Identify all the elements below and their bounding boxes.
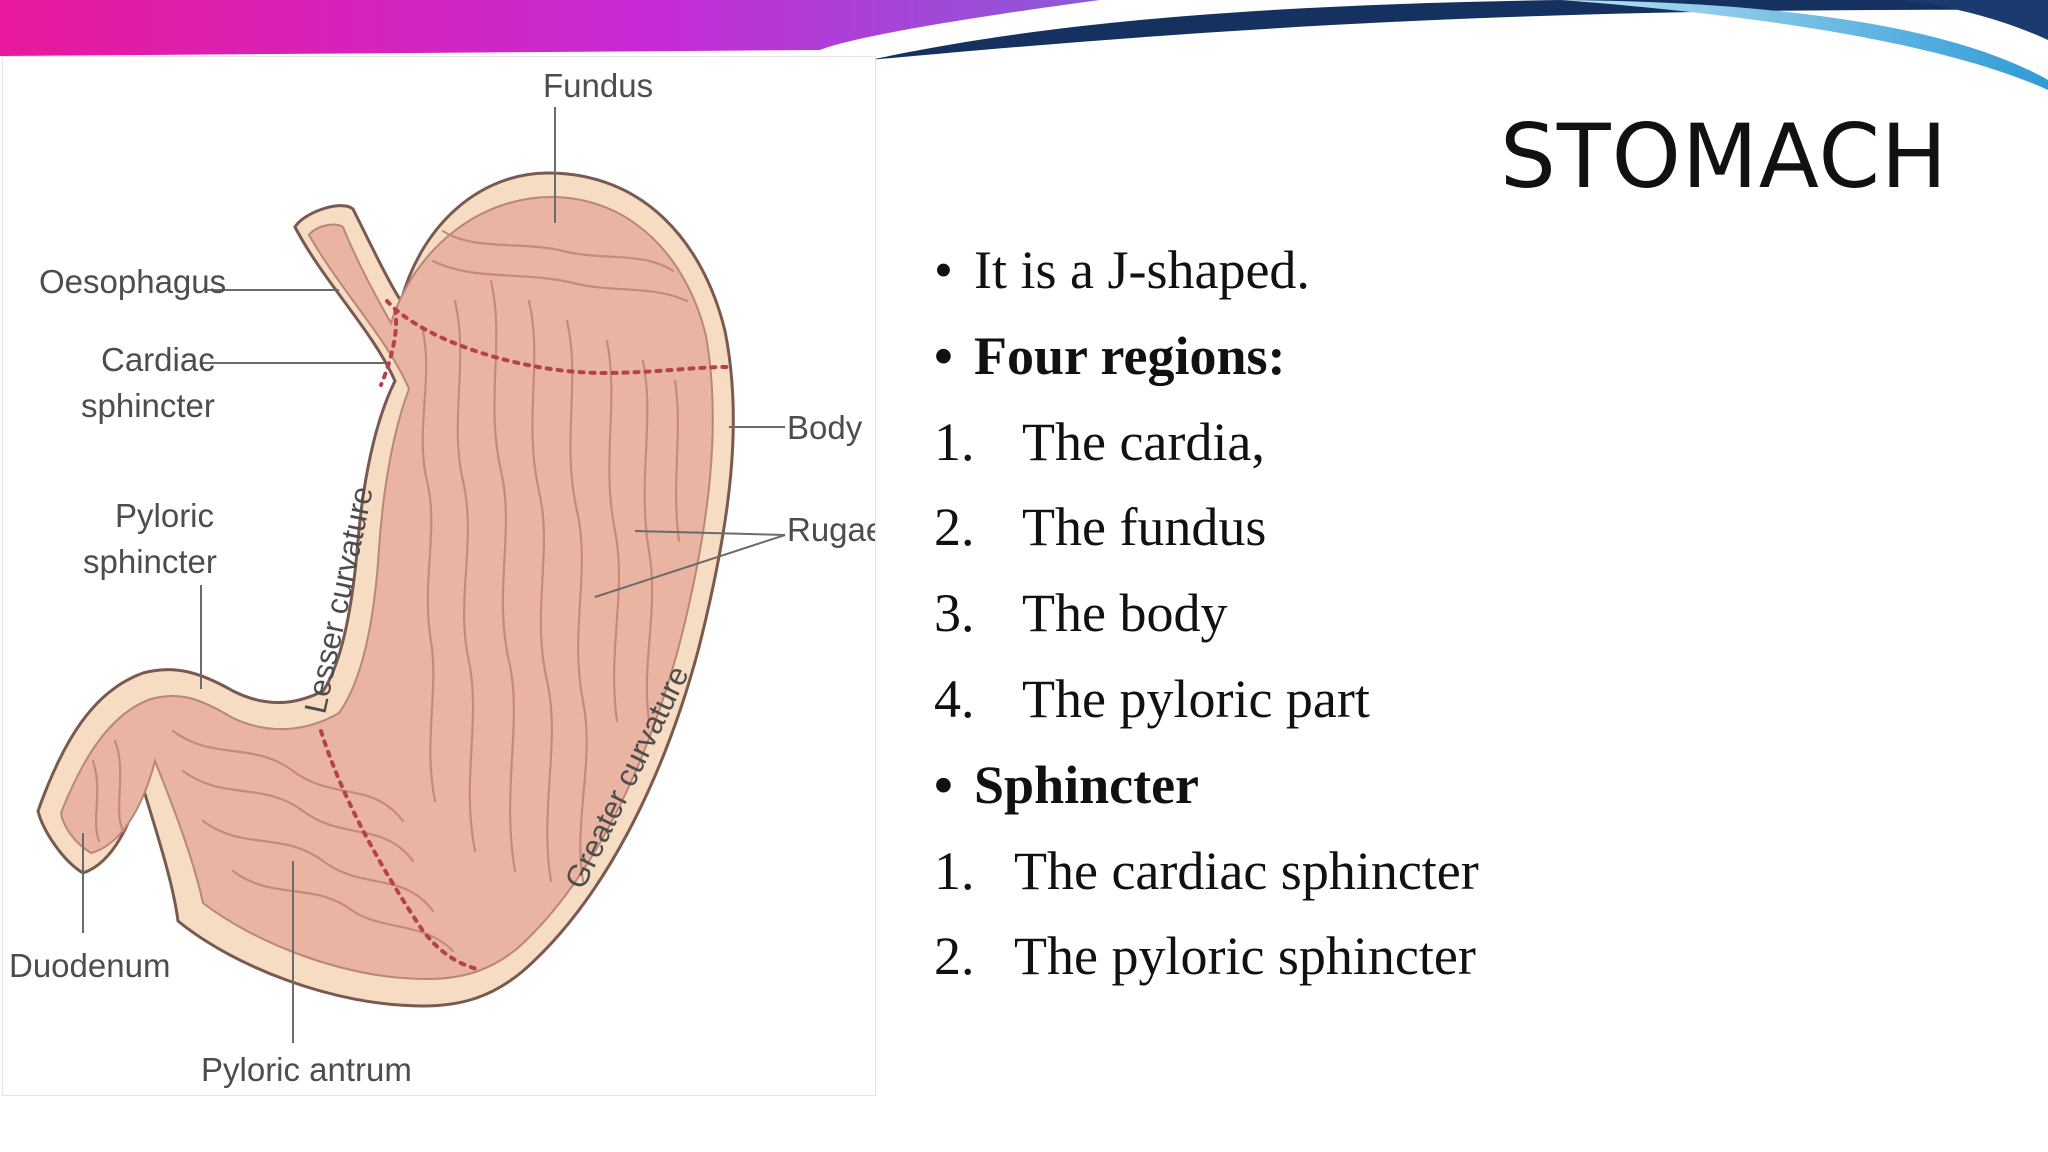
label-body: Body: [787, 409, 863, 446]
bullet-item: • Sphincter: [934, 743, 1984, 829]
number-marker: 2.: [934, 926, 975, 987]
bullet-item: • Four regions:: [934, 314, 1984, 400]
bullet-item: • It is a J-shaped.: [934, 228, 1984, 314]
numbered-item: 1. The cardiac sphincter: [934, 829, 1984, 915]
bullet-text: Four regions:: [974, 325, 1286, 386]
slide-title: STOMACH: [1500, 105, 1949, 208]
numbered-item: 1. The cardia,: [934, 400, 1984, 486]
numbered-item: 2. The fundus: [934, 485, 1984, 571]
label-pyloric-line1: Pyloric: [115, 497, 214, 534]
bullet-marker: •: [934, 754, 953, 815]
stomach-diagram: Fundus Oesophagus Cardiac sphincter Body…: [2, 56, 876, 1096]
bullet-marker: •: [934, 325, 953, 386]
stomach-mucosa: [59, 195, 714, 981]
bullet-marker: •: [934, 240, 953, 300]
bullet-list: • It is a J-shaped. • Four regions: 1. The …: [934, 228, 1984, 1000]
number-marker: 1.: [934, 840, 975, 901]
bullet-text: Sphincter: [974, 754, 1200, 815]
item-text: The body: [1022, 583, 1228, 644]
label-rugae: Rugae: [787, 511, 875, 548]
label-duodenum: Duodenum: [9, 947, 170, 984]
numbered-item: 4. The pyloric part: [934, 657, 1984, 743]
label-cardiac-line2: sphincter: [81, 387, 215, 424]
numbered-item: 3. The body: [934, 571, 1984, 657]
item-text: The fundus: [1022, 497, 1267, 558]
rugae-folds: [91, 229, 689, 953]
number-marker: 2.: [934, 497, 975, 558]
label-pyloric-antrum: Pyloric antrum: [201, 1051, 412, 1088]
label-pyloric-line2: sphincter: [83, 543, 217, 580]
number-marker: 4.: [934, 668, 975, 729]
item-text: The cardiac sphincter: [1014, 840, 1479, 901]
top-banner-decoration: [0, 0, 2048, 90]
label-fundus: Fundus: [543, 67, 653, 104]
rugae-leader-upper: [634, 530, 786, 536]
numbered-item: 2. The pyloric sphincter: [934, 914, 1984, 1000]
label-cardiac-line1: Cardiac: [101, 341, 215, 378]
bullet-text: It is a J-shaped.: [974, 240, 1310, 300]
label-oesophagus: Oesophagus: [39, 263, 226, 300]
item-text: The cardia,: [1022, 411, 1265, 472]
rugae-leader-lower: [594, 534, 786, 598]
item-text: The pyloric sphincter: [1014, 926, 1476, 987]
number-marker: 1.: [934, 411, 975, 472]
item-text: The pyloric part: [1022, 668, 1370, 729]
number-marker: 3.: [934, 583, 975, 644]
region-dividers: [319, 299, 729, 971]
